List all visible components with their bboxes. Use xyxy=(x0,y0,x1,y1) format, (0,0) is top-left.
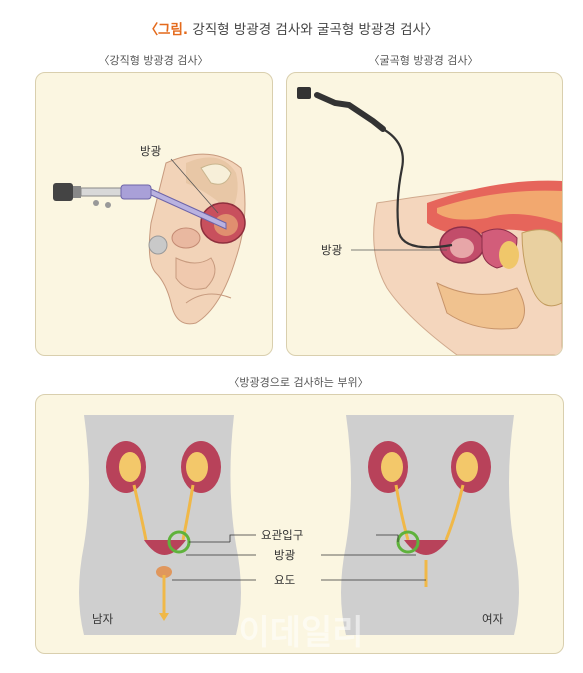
watermark: 이데일리 xyxy=(238,613,364,653)
female-urinary-tract xyxy=(368,441,491,587)
rigid-illustration xyxy=(53,153,246,325)
figure-title: 〈그림. 강직형 방광경 검사와 굴곡형 방광경 검사〉 xyxy=(0,18,583,38)
rigid-bladder-label: 방광 xyxy=(140,144,162,158)
sites-bladder-label: 방광 xyxy=(274,548,296,562)
male-label: 남자 xyxy=(92,612,114,626)
sites-panel: 요관입구 방광 요도 남자 여자 이데일리 xyxy=(35,394,564,654)
flexible-illustration xyxy=(297,87,562,355)
rigid-panel: 방광 xyxy=(35,72,273,356)
ureter-opening-label: 요관입구 xyxy=(261,528,304,542)
sites-caption: 〈방광경으로 검사하는 부위〉 xyxy=(228,376,369,389)
figure-title-lead: 〈그림. xyxy=(144,22,189,38)
female-label: 여자 xyxy=(482,612,504,626)
flexible-panel: 방광 xyxy=(286,72,563,356)
flexible-caption: 〈굴곡형 방광경 검사〉 xyxy=(368,54,479,67)
male-urinary-tract xyxy=(106,441,221,621)
rigid-caption: 〈강직형 방광경 검사〉 xyxy=(98,54,209,67)
figure-title-text: 강직형 방광경 검사와 굴곡형 방광경 검사〉 xyxy=(188,22,439,38)
urethra-label: 요도 xyxy=(274,573,296,587)
sites-illustration xyxy=(79,415,519,635)
flexible-bladder-label: 방광 xyxy=(321,243,343,257)
